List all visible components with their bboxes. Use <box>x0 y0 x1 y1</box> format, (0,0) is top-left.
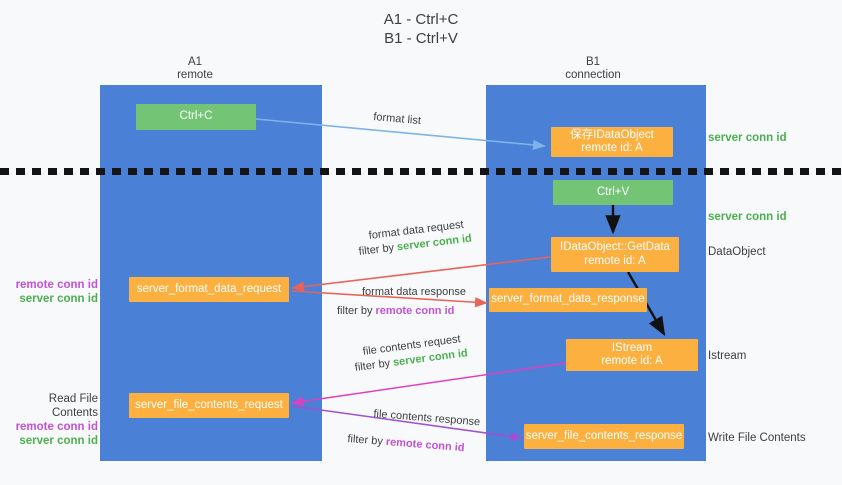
filter-prefix: filter by <box>358 241 398 258</box>
filter-prefix: filter by <box>354 356 394 374</box>
node-server-format-data-response[interactable]: server_format_data_response <box>489 288 647 312</box>
edge-label-format-data-response-filter: filter by remote conn id <box>337 304 454 319</box>
annotation-read-file-contents: Read File Contents <box>48 393 98 419</box>
arrow-format-list <box>255 118 546 150</box>
annotation-server-conn-id-mid: server conn id <box>708 211 787 223</box>
node-istream[interactable]: IStream remote id: A <box>566 339 698 371</box>
arrow-file-contents-response <box>291 405 523 442</box>
node-save-idataobject[interactable]: 保存IDataObject remote id: A <box>551 127 673 157</box>
node-ctrl-v[interactable]: Ctrl+V <box>553 180 673 205</box>
annotation-istream: Istream <box>708 350 747 362</box>
node-idataobject-getdata[interactable]: IDataObject::GetData remote id: A <box>551 237 679 272</box>
annotation-server-conn-id-lower: server conn id <box>19 435 98 447</box>
annotation-remote-conn-id-upper: remote conn id <box>15 279 98 291</box>
arrow-format-data-response <box>291 290 488 308</box>
arrow-file-contents-request <box>291 362 567 407</box>
annotation-server-conn-id-upper: server conn id <box>19 293 98 305</box>
filter-value-remote-conn-id: remote conn id <box>375 305 455 317</box>
phase-divider <box>0 168 842 175</box>
node-server-file-contents-response[interactable]: server_file_contents_response <box>524 424 684 449</box>
node-ctrl-c[interactable]: Ctrl+C <box>136 104 256 130</box>
node-server-file-contents-request[interactable]: server_file_contents_request <box>129 393 289 418</box>
page-title: A1 - Ctrl+C B1 - Ctrl+V <box>383 11 459 47</box>
annotation-read-file-contents-group: Read File Contents remote conn id server… <box>4 392 98 448</box>
annotation-server-conn-id-top: server conn id <box>708 132 787 144</box>
filter-prefix: filter by <box>337 305 376 317</box>
node-server-format-data-request[interactable]: server_format_data_request <box>129 277 289 302</box>
annotation-conn-ids-upper: remote conn id server conn id <box>10 278 98 306</box>
annotation-remote-conn-id-lower: remote conn id <box>15 421 98 433</box>
edge-label-format-data-response: format data response <box>362 286 466 298</box>
arrow-format-data-request <box>291 256 551 292</box>
annotation-dataobject: DataObject <box>708 246 766 258</box>
column-header-b1: B1 connection <box>565 56 621 81</box>
filter-prefix: filter by <box>346 432 387 448</box>
annotation-write-file-contents: Write File Contents <box>708 432 806 444</box>
column-header-a1: A1 remote <box>177 56 213 81</box>
